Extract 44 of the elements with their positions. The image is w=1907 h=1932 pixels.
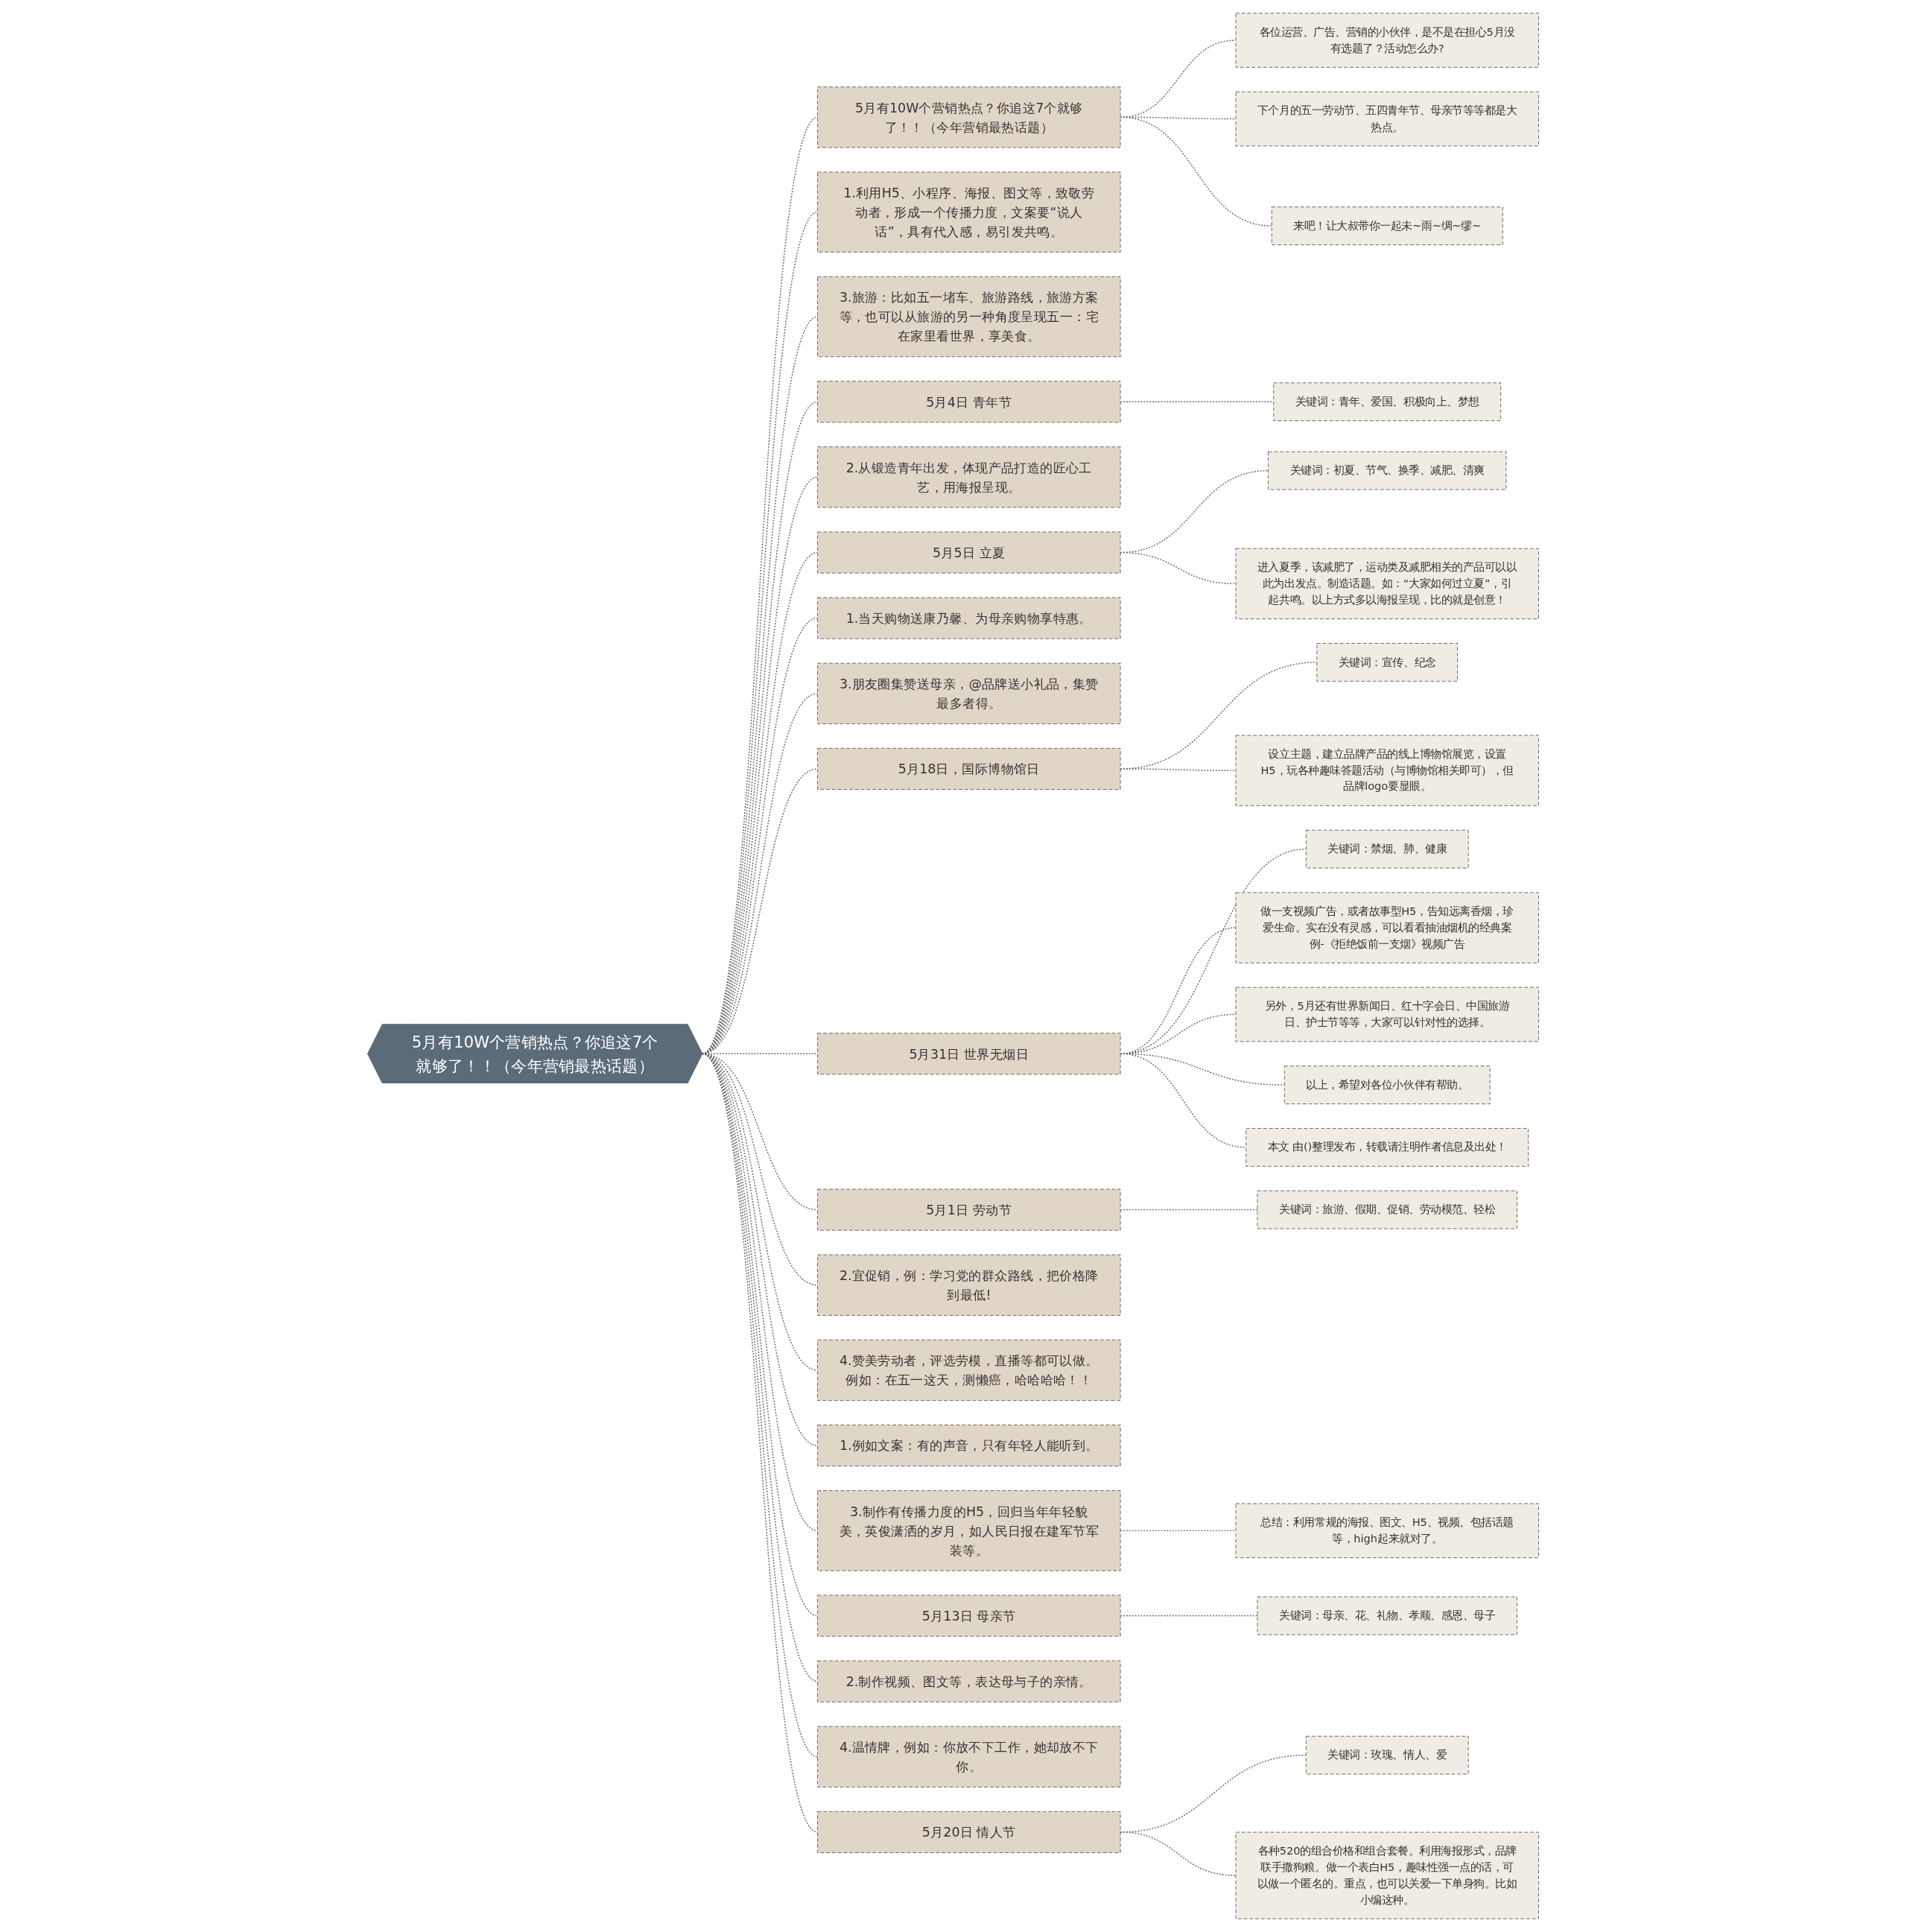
node-box: 关键词：禁烟、肺、健康 bbox=[1306, 829, 1469, 869]
node-box: 设立主题，建立品牌产品的线上博物馆展览，设置H5，玩各种趣味答题活动（与博物馆相关即可），但品牌logo要显眼。 bbox=[1235, 735, 1540, 806]
node-box: 关键词：青年、爱国、积极向上、梦想 bbox=[1273, 382, 1502, 422]
node-box: 3.朋友圈集赞送母亲，@品牌送小礼品，集赞最多者得。 bbox=[817, 662, 1121, 724]
node-box: 做一支视频广告，或者故事型H5，告知远离香烟，珍爱生命。实在没有灵感，可以看看抽油烟机的经典案例-《拒绝饭前一支烟》视频广告 bbox=[1235, 892, 1540, 963]
connector bbox=[1120, 662, 1318, 770]
node-box: 5月13日 母亲节 bbox=[817, 1594, 1121, 1637]
node-box: 3.制作有传播力度的H5，回归当年年轻貌美，英俊潇洒的岁月，如人民日报在建军节军装等。 bbox=[817, 1490, 1121, 1571]
node-box: 1.当天购物送康乃馨、为母亲购物享特惠。 bbox=[817, 597, 1121, 639]
node-box: 5月1日 劳动节 bbox=[817, 1188, 1121, 1231]
connector bbox=[1120, 1053, 1247, 1148]
connector bbox=[1120, 1615, 1259, 1617]
node-box: 下个月的五一劳动节、五四青年节、母亲节等等都是大热点。 bbox=[1235, 91, 1540, 147]
node-box: 各种520的组合价格和组合套餐。利用海报形式，品牌联手撒狗粮。做一个表白H5，趣味性强一点的话，可以做一个匿名的。重点，也可以关爱一下单身狗。比如小编这种。 bbox=[1235, 1831, 1540, 1919]
node-box: 5月20日 情人节 bbox=[817, 1811, 1121, 1854]
node-box: 关键词：母亲、花、礼物、孝顺、感恩、母子 bbox=[1257, 1596, 1518, 1635]
connector bbox=[1120, 116, 1273, 227]
node-box: 以上，希望对各位小伙伴有帮助。 bbox=[1284, 1065, 1491, 1105]
node-box: 总结：利用常规的海报、图文、H5、视频、包括话题等，high起来就对了。 bbox=[1235, 1503, 1540, 1559]
node-box: 3.旅游：比如五一堵车、旅游路线，旅游方案等，也可以从旅游的另一种角度呈现五一：宅在家里看世界，享美食。 bbox=[817, 276, 1121, 358]
connector bbox=[1120, 1209, 1259, 1211]
node-box: 2.宜促销，例：学习党的群众路线，把价格降到最低! bbox=[817, 1254, 1121, 1316]
node-box: 2.从锻造青年出发，体现产品打造的匠心工艺，用海报呈现。 bbox=[817, 446, 1121, 508]
node-box: 5月31日 世界无烟日 bbox=[817, 1033, 1121, 1075]
node-box: 5月5日 立夏 bbox=[817, 531, 1121, 574]
node-box: 5月18日，国际博物馆日 bbox=[817, 747, 1121, 790]
node-box: 关键词：旅游、假期、促销、劳动模范、轻松 bbox=[1257, 1190, 1518, 1229]
node-box: 2.制作视频、图文等，表达母与子的亲情。 bbox=[817, 1660, 1121, 1703]
node-box: 另外，5月还有世界新闻日、红十字会日、中国旅游日、护士节等等，大家可以针对性的选择。 bbox=[1235, 986, 1540, 1042]
node-box: 各位运营、广告、营销的小伙伴，是不是在担心5月没有选题了？活动怎么办? bbox=[1235, 13, 1540, 68]
node-box: 1.例如文案：有的声音，只有年轻人能听到。 bbox=[817, 1425, 1121, 1467]
node-box: 5月4日 青年节 bbox=[817, 381, 1121, 423]
connector bbox=[1120, 401, 1275, 402]
node-box: 进入夏季，该减肥了，运动类及减肥相关的产品可以以此为出发点。制造话题。如：“大家如何过立夏”，引起共鸣。以上方式多以海报呈现，比的就是创意！ bbox=[1235, 548, 1540, 620]
connector bbox=[1120, 1831, 1237, 1876]
node-box: 1.利用H5、小程序、海报、图文等，致敬劳动者，形成一个传播力度，文案要“说人话”，具有代入感，易引发共鸣。 bbox=[817, 171, 1121, 253]
node-box: 5月有10W个营销热点？你追这7个就够了！！（今年营销最热话题） bbox=[817, 86, 1121, 148]
node-box: 来吧！让大叔带你一起未~雨~绸~缪~ bbox=[1272, 206, 1504, 246]
node-box: 4.赞美劳动者，评选劳模，直播等都可以做。例如：在五一这天，测懒癌，哈哈哈哈！！ bbox=[817, 1339, 1121, 1402]
node-box: 关键词：初夏、节气、换季、减肥、清爽 bbox=[1268, 451, 1507, 490]
node-box: 关键词：宣传、纪念 bbox=[1316, 643, 1459, 682]
node-box: 关键词：玫瑰、情人、爱 bbox=[1306, 1735, 1469, 1775]
node-box: 本文 由()整理发布，转载请注明作者信息及出处！ bbox=[1246, 1128, 1529, 1167]
node-box: 4.温情牌，例如：你放不下工作，她却放不下你。 bbox=[817, 1726, 1121, 1787]
